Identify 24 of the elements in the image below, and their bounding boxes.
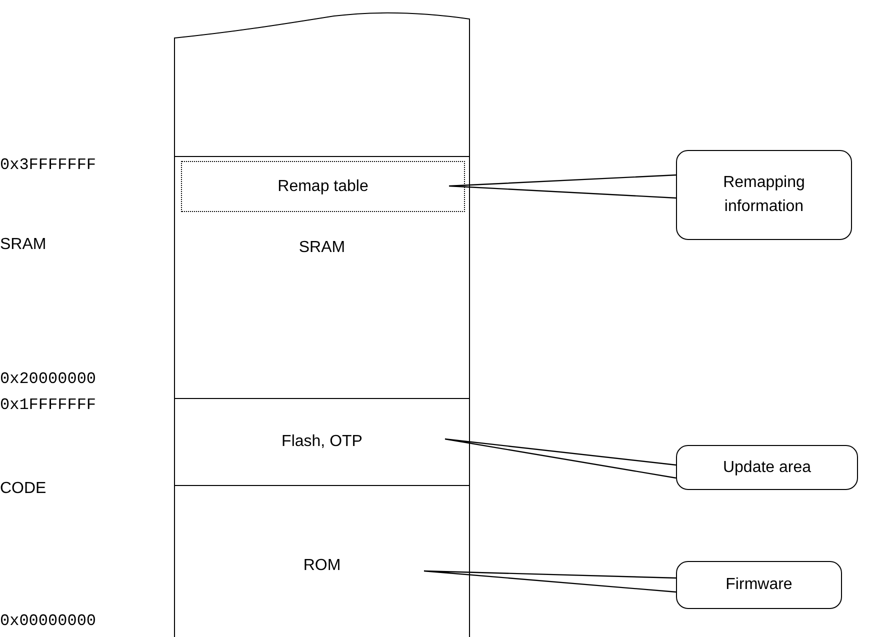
leader-line (423, 570, 677, 593)
region-label: Remap table (278, 178, 368, 196)
memory-region (181, 161, 465, 212)
address-label: 0x20000000 (0, 370, 96, 388)
memory-region (174, 10, 470, 157)
region-label: Flash, OTP (282, 433, 362, 451)
callout-text: Remapping information (722, 173, 806, 217)
region-label: SRAM (298, 238, 346, 256)
memory-region (174, 156, 470, 399)
region-label: ROM (303, 556, 341, 574)
leader-line (444, 438, 677, 479)
memory-region (174, 398, 470, 486)
leader-line (448, 174, 677, 199)
callout-text: Firmware (726, 575, 792, 595)
address-label: 0x00000000 (0, 612, 96, 630)
callout-text: Update area (722, 458, 812, 478)
section-label: CODE (0, 480, 46, 498)
address-label: 0x1FFFFFFF (0, 396, 96, 414)
memory-region (174, 485, 470, 637)
section-label: SRAM (0, 236, 46, 254)
callout-bubble (676, 150, 852, 240)
callout-bubble (676, 445, 858, 490)
address-label: 0x3FFFFFFF (0, 156, 96, 174)
callout-bubble (676, 561, 842, 609)
